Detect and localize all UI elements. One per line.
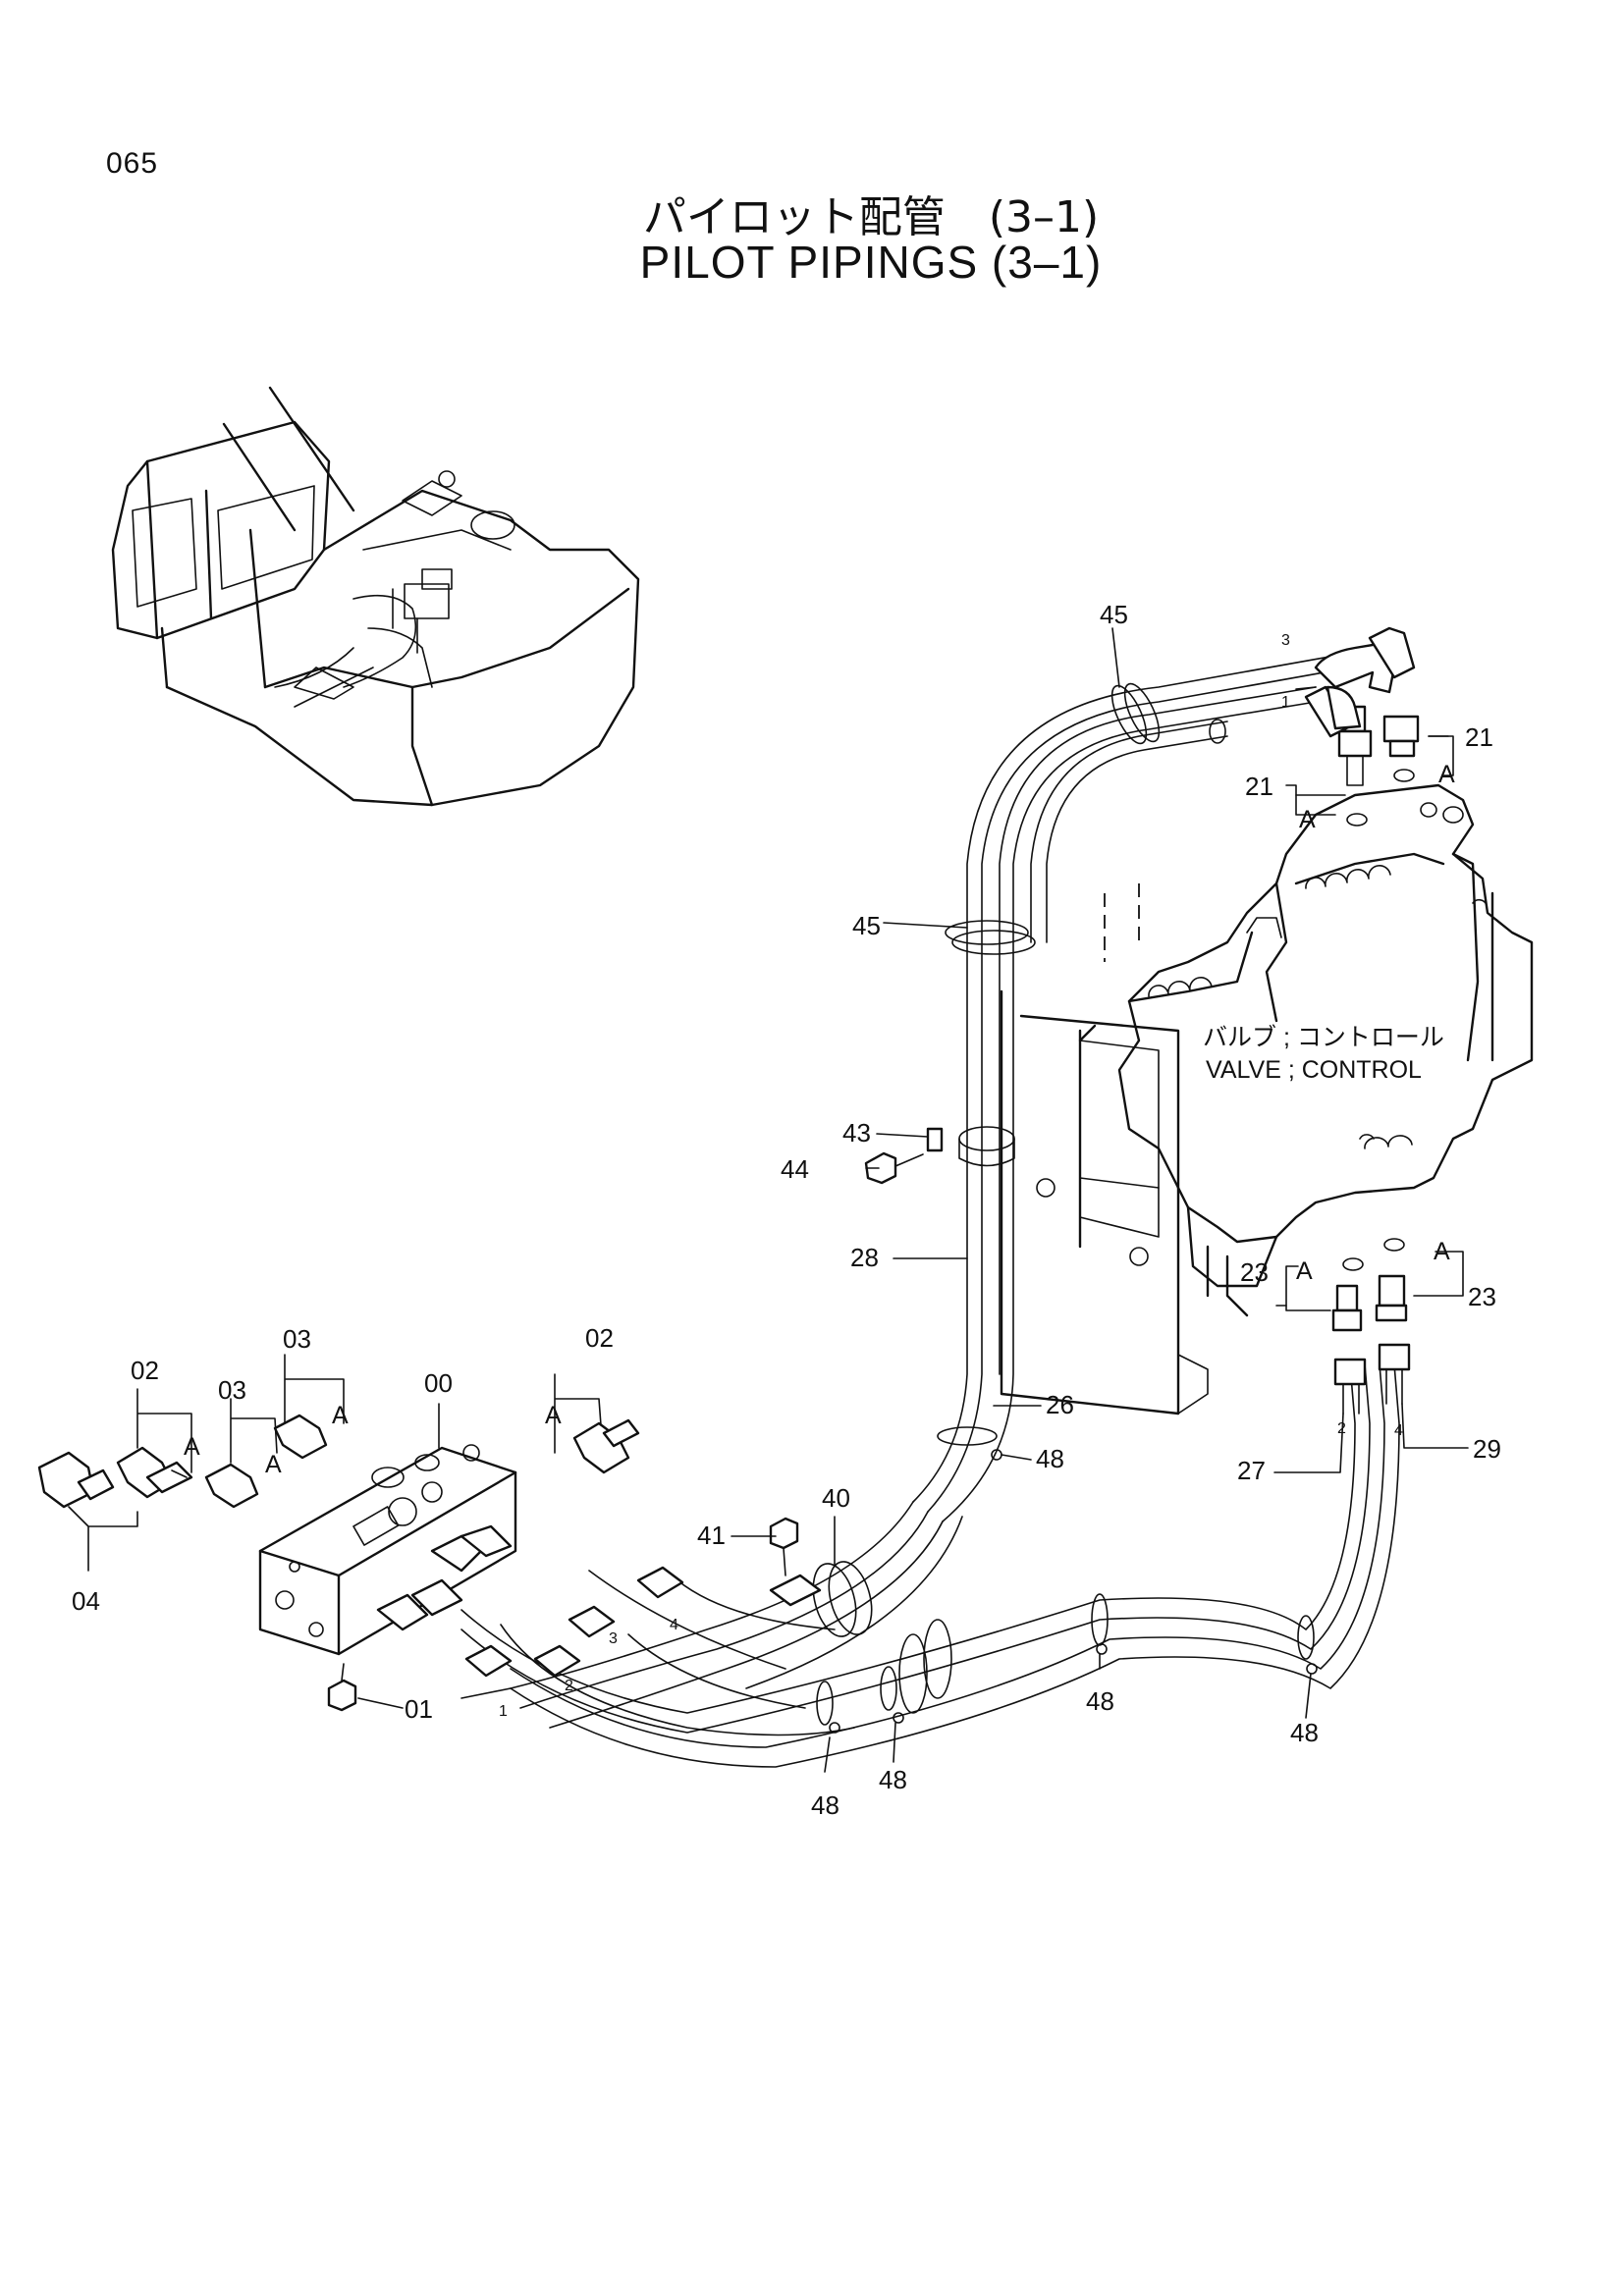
callout-48-right-2: 48 <box>1290 1718 1319 1747</box>
fitting-23-right <box>1375 1238 1411 1405</box>
fitting-21-right <box>1382 715 1420 782</box>
fitting-23-left <box>1331 1257 1367 1415</box>
port-number: 3 <box>1281 632 1290 649</box>
pilot-hose-bundle-upper <box>912 626 1416 1522</box>
page-title-english: PILOT PIPINGS (3–1) <box>639 237 1103 288</box>
band-clamp-48-right-2 <box>1297 1615 1318 1675</box>
adapter-03-left <box>204 1463 259 1509</box>
clamp-40 <box>769 1561 873 1637</box>
pressure-switch-02-left <box>116 1446 193 1499</box>
port-number: 1 <box>499 1703 508 1720</box>
callout-02-left: 02 <box>131 1356 159 1385</box>
lower-hose-bundle <box>460 1363 1400 1768</box>
bolt-01 <box>327 1663 357 1712</box>
sensor-04 <box>37 1451 115 1509</box>
band-clamp-48-lower-mid <box>880 1619 952 1724</box>
port-number: 2 <box>565 1678 573 1694</box>
port-number: 1 <box>1281 694 1290 711</box>
callout-27: 27 <box>1237 1456 1266 1485</box>
pressure-switch-02-right <box>572 1418 640 1474</box>
port-number: 2 <box>1337 1420 1346 1437</box>
callout-41: 41 <box>697 1521 726 1550</box>
hose-port-numbers: 3 1 2 4 3 4 2 1 <box>499 632 1403 1720</box>
bolt-41 <box>769 1517 799 1576</box>
callout-26: 26 <box>1046 1390 1074 1419</box>
detail-a-marks: A A A A A A A A <box>184 761 1455 1478</box>
page-title-japanese: パイロット配管 (3–1) <box>642 192 1100 242</box>
detail-mark-a: A <box>265 1451 282 1478</box>
clamp-45-top <box>1110 682 1161 745</box>
port-number: 4 <box>670 1617 678 1633</box>
detail-mark-a: A <box>545 1402 562 1429</box>
detail-mark-a: A <box>1434 1238 1450 1265</box>
port-number: 3 <box>609 1630 618 1647</box>
detail-mark-a: A <box>184 1433 200 1461</box>
callout-40: 40 <box>822 1483 850 1513</box>
callout-02-right: 02 <box>585 1323 614 1353</box>
callout-03-right: 03 <box>283 1324 311 1354</box>
clamp-43 <box>926 1126 1015 1167</box>
callout-48-right-1: 48 <box>1086 1686 1114 1716</box>
band-clamp-48-right-1 <box>1091 1593 1109 1655</box>
adapter-03-right <box>273 1414 328 1460</box>
callout-48-lower-mid: 48 <box>879 1765 907 1794</box>
leader-lines <box>68 627 1469 1773</box>
port-number: 4 <box>1394 1422 1403 1439</box>
callout-29: 29 <box>1473 1434 1501 1464</box>
callout-03-left: 03 <box>218 1375 246 1405</box>
callout-21-right: 21 <box>1465 722 1493 752</box>
hose-end-fittings <box>464 1566 684 1678</box>
clamp-45-middle <box>945 920 1036 955</box>
pilot-manifold-block <box>258 1444 517 1656</box>
detail-mark-a: A <box>1299 806 1316 833</box>
callout-44: 44 <box>781 1154 809 1184</box>
callout-48-lower-left: 48 <box>811 1790 839 1820</box>
valve-label-japanese: バルブ ; コントロール <box>1203 1024 1444 1051</box>
callout-45-middle: 45 <box>852 911 881 940</box>
part-callouts: 45 45 21 21 43 44 28 26 48 23 23 27 29 4… <box>72 600 1501 1820</box>
callout-23-left: 23 <box>1240 1257 1269 1287</box>
callout-45-top: 45 <box>1100 600 1128 629</box>
page-number: 065 <box>106 147 159 180</box>
callout-43: 43 <box>842 1118 871 1148</box>
callout-04: 04 <box>72 1586 100 1616</box>
control-valve-illustration <box>1000 783 1534 1415</box>
callout-00: 00 <box>424 1368 453 1398</box>
valve-label-english: VALVE ; CONTROL <box>1206 1056 1422 1084</box>
callout-48-upper: 48 <box>1036 1444 1064 1473</box>
callout-01: 01 <box>405 1694 433 1724</box>
excavator-overview-illustration <box>111 386 640 807</box>
callout-23-right: 23 <box>1468 1282 1496 1311</box>
detail-mark-a: A <box>1438 761 1455 788</box>
callout-28: 28 <box>850 1243 879 1272</box>
band-clamp-48-lower-left <box>816 1681 840 1734</box>
detail-mark-a: A <box>1296 1257 1313 1285</box>
callout-21-left: 21 <box>1245 772 1273 801</box>
detail-mark-a: A <box>332 1402 349 1429</box>
bolt-44 <box>864 1151 924 1185</box>
